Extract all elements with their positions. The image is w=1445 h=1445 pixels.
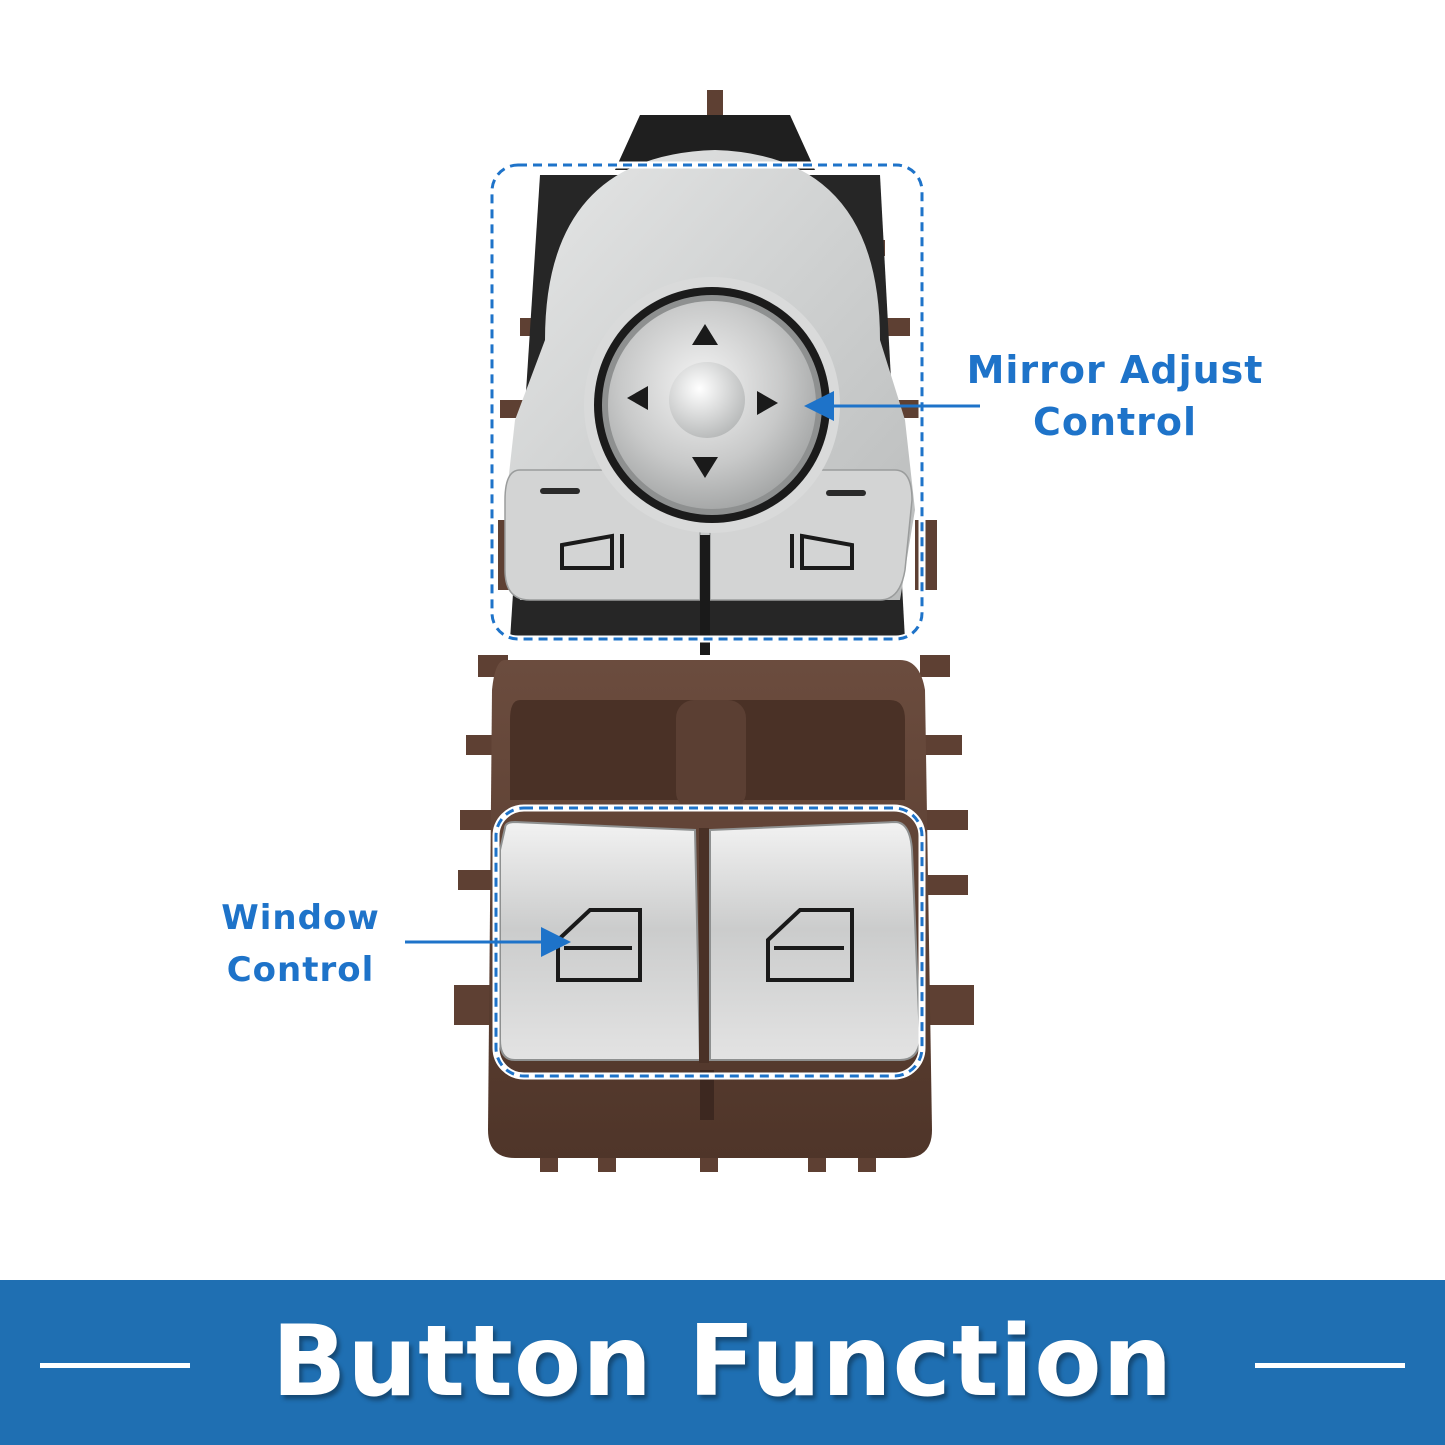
right-mirror-icon — [790, 533, 854, 570]
window-buttons — [499, 820, 922, 1063]
mirror-adjust-label-line1: Mirror Adjust — [966, 348, 1264, 392]
mirror-adjust-label: Mirror Adjust Control — [960, 344, 1270, 448]
left-window-icon — [556, 908, 642, 982]
mirror-adjust-label-line2: Control — [1032, 400, 1198, 444]
left-mirror-icon — [560, 533, 624, 570]
banner-rule-left — [40, 1363, 190, 1368]
banner-title: Button Function — [271, 1305, 1174, 1419]
right-window-icon — [766, 908, 854, 982]
arrow-up-icon — [692, 324, 718, 345]
banner-rule-right — [1255, 1363, 1405, 1368]
window-control-label-line2: Control — [226, 950, 375, 990]
arrow-down-icon — [692, 457, 718, 478]
arrow-left-icon — [627, 386, 648, 410]
window-control-label: Window Control — [198, 892, 403, 996]
title-banner: Button Function — [0, 1280, 1445, 1445]
arrow-right-icon — [757, 391, 778, 415]
window-control-label-line1: Window — [221, 898, 380, 938]
mirror-module — [498, 90, 937, 655]
